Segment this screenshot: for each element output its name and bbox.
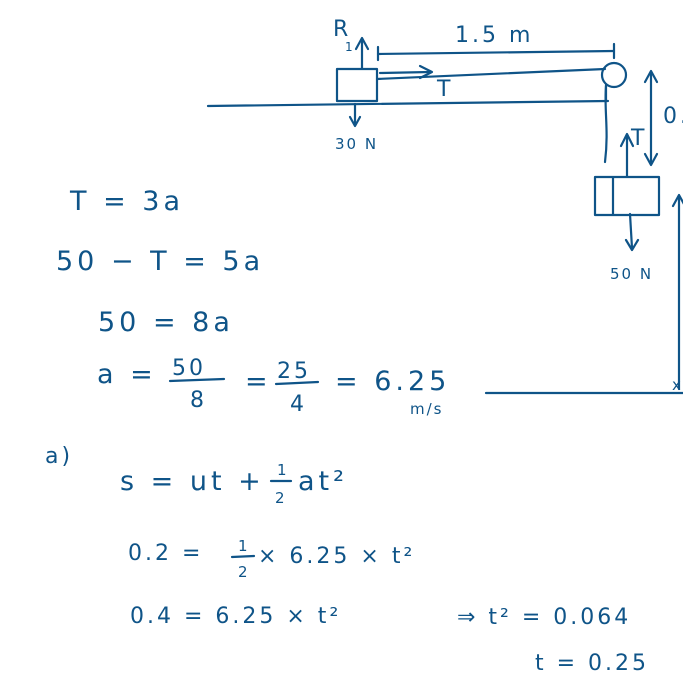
working-equations: T = 3a 50 − T = 5a 50 = 8a a = 50 8 = 25…: [45, 186, 649, 676]
equation-4-frac2-bar: [274, 380, 320, 386]
suvat-frac-num: 1: [277, 461, 289, 479]
pulley-wheel: [600, 61, 628, 89]
suvat-tail: at²: [298, 466, 348, 497]
line2-frac-num: 1: [238, 537, 250, 555]
line2-lhs: 0.2 =: [128, 541, 203, 566]
equation-4-frac2-num: 25: [277, 359, 311, 384]
equation-4-frac2-den: 4: [290, 392, 307, 417]
weight-arrow-table-head: [348, 115, 362, 128]
suvat-lhs: s = ut +: [120, 466, 265, 497]
label-R-sub: 1: [345, 40, 353, 54]
height-line-top-arrow-down: [643, 152, 659, 167]
line2-frac-den: 2: [238, 563, 250, 581]
part-a-label: a): [45, 444, 73, 469]
label-distance: 1.5 m: [455, 23, 533, 48]
label-weight-table: 30 N: [335, 135, 378, 153]
string-horizontal: [375, 67, 607, 81]
label-T-vertical: T: [630, 126, 647, 151]
line2-frac-bar: [230, 554, 256, 559]
tension-arrow-horizontal: [378, 70, 432, 75]
equation-2: 50 − T = 5a: [56, 246, 264, 277]
line4: t = 0.25: [535, 651, 649, 676]
equation-4-lhs: a =: [97, 359, 157, 390]
weight-arrow-hanging: [628, 212, 634, 250]
line3-implies: ⇒ t² = 0.064: [457, 605, 631, 630]
hanging-block: [593, 175, 661, 217]
tension-arrow-horizontal-head: [418, 64, 434, 80]
reaction-arrow-head: [354, 36, 370, 51]
tension-arrow-vertical-head: [619, 132, 635, 148]
equation-4-frac1-den: 8: [190, 388, 207, 413]
distance-line: [376, 49, 616, 56]
equation-4-unit: m/s: [410, 400, 443, 418]
label-weight-hanging: 50 N: [610, 265, 653, 283]
label-T-horizontal: T: [436, 77, 453, 102]
weight-arrow-hanging-head: [624, 238, 640, 252]
equation-4-result: = 6.25: [335, 366, 450, 397]
pulley-diagram: R 1 1.5 m T 30 N T 0.: [206, 17, 683, 395]
line2-tail: × 6.25 × t²: [258, 544, 415, 569]
line3: 0.4 = 6.25 × t²: [130, 604, 341, 629]
floor-distance-arrow-up: [671, 193, 683, 208]
equation-4-frac1-bar: [168, 377, 226, 383]
height-line-top-arrow-up: [643, 69, 659, 84]
equation-4-frac1-num: 50: [172, 356, 206, 381]
label-height-cut: 0.: [663, 104, 683, 129]
equation-1: T = 3a: [69, 186, 184, 217]
suvat-frac-den: 2: [275, 489, 287, 507]
table-block: [335, 67, 379, 103]
equation-3: 50 = 8a: [98, 307, 234, 338]
string-vertical: [603, 84, 608, 164]
table-surface: [206, 99, 610, 108]
label-bottom-tick: x: [672, 376, 683, 394]
label-R: R: [333, 17, 351, 42]
equation-4-eq2: =: [245, 366, 272, 397]
